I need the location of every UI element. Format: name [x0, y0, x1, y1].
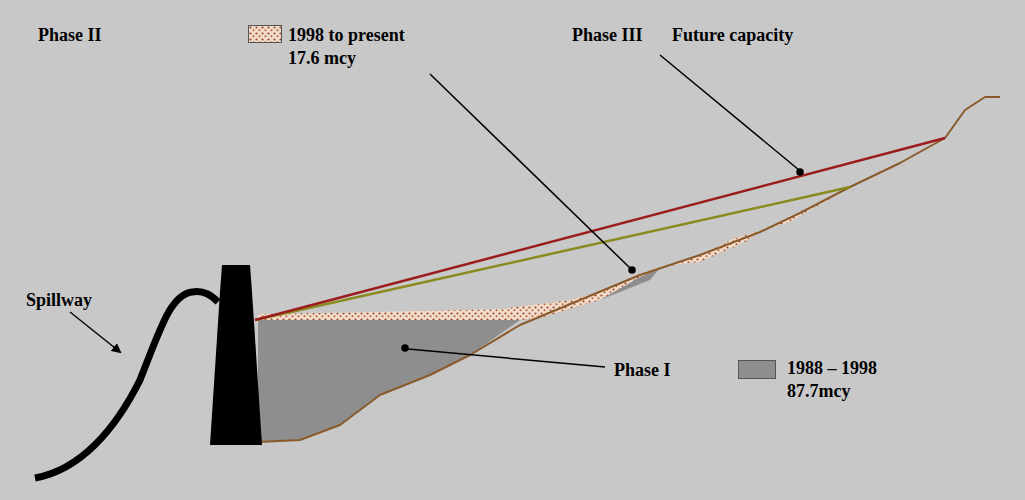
- legend-text: 1988 – 1998 87.7mcy: [787, 357, 917, 403]
- ground-profile: [258, 97, 1000, 442]
- legend-text: 1998 to present 17.6 mcy: [288, 24, 438, 70]
- spillway-arrow: [70, 312, 120, 352]
- legend-swatch: [738, 360, 776, 379]
- phase-label: Phase I: [614, 359, 671, 382]
- structure-label: Spillway: [26, 289, 92, 312]
- phase-label: Phase II: [38, 24, 102, 47]
- leader-line: [402, 55, 803, 367]
- legend-swatch: [248, 25, 282, 43]
- phase-two-level-line: [255, 187, 850, 320]
- phase-label: Phase III: [572, 24, 643, 47]
- dam-structure: [210, 265, 262, 445]
- spillway-structure: [35, 292, 218, 478]
- phase-one-sediment: [258, 320, 520, 442]
- capacity-label: Future capacity: [672, 24, 793, 47]
- phase-three-level-line: [255, 138, 945, 320]
